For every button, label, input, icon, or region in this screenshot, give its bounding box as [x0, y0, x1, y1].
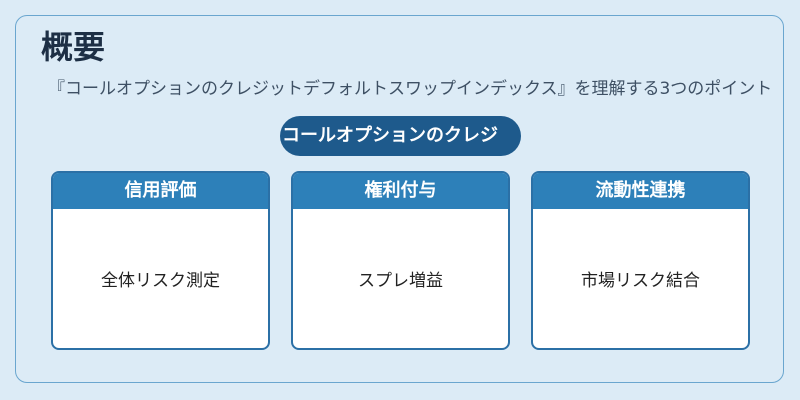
card-header: 権利付与: [293, 173, 508, 209]
point-card-rights-grant: 権利付与 スプレ増益: [291, 171, 510, 350]
overview-panel: 概要 『コールオプションのクレジットデフォルトスワップインデックス』を理解する3…: [15, 15, 784, 383]
page-title: 概要: [41, 28, 106, 66]
point-card-liquidity-link: 流動性連携 市場リスク結合: [531, 171, 750, 350]
page-subtitle: 『コールオプションのクレジットデフォルトスワップインデックス』を理解する3つのポ…: [48, 79, 773, 99]
card-body: スプレ増益: [358, 271, 443, 291]
card-header: 信用評価: [53, 173, 268, 209]
card-header: 流動性連携: [533, 173, 748, 209]
card-body: 全体リスク測定: [101, 271, 220, 291]
point-card-credit-evaluation: 信用評価 全体リスク測定: [51, 171, 270, 350]
card-body: 市場リスク結合: [581, 271, 700, 291]
center-topic-pill: コールオプションのクレジ: [280, 116, 521, 156]
